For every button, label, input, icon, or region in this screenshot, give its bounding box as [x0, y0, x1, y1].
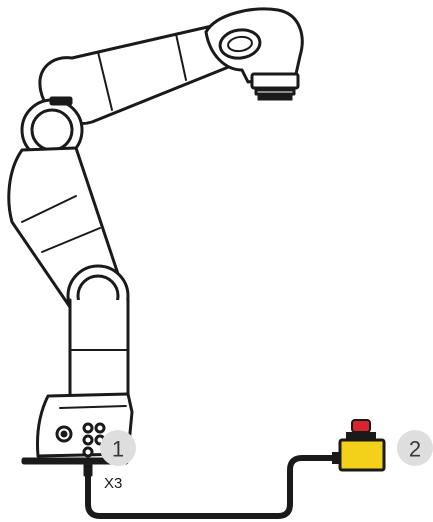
robot-arm [7, 7, 304, 465]
wrist-joint-cap [218, 28, 262, 60]
stop-connector-plug [332, 452, 340, 464]
emergency-stop-device [332, 419, 386, 472]
base-column [68, 298, 130, 398]
callout-1-number: 1 [112, 437, 124, 462]
stop-button-icon [351, 419, 371, 433]
end-effector-flange [250, 72, 300, 101]
stop-housing [338, 438, 386, 472]
x3-connector [83, 457, 93, 477]
port-label-x3: X3 [104, 475, 122, 492]
elbow-joint [20, 96, 84, 162]
stop-cable [85, 455, 334, 519]
callout-2-number: 2 [409, 437, 421, 462]
callout-2: 2 [397, 430, 433, 466]
callout-1: 1 [100, 430, 136, 466]
stop-collar [346, 432, 376, 440]
